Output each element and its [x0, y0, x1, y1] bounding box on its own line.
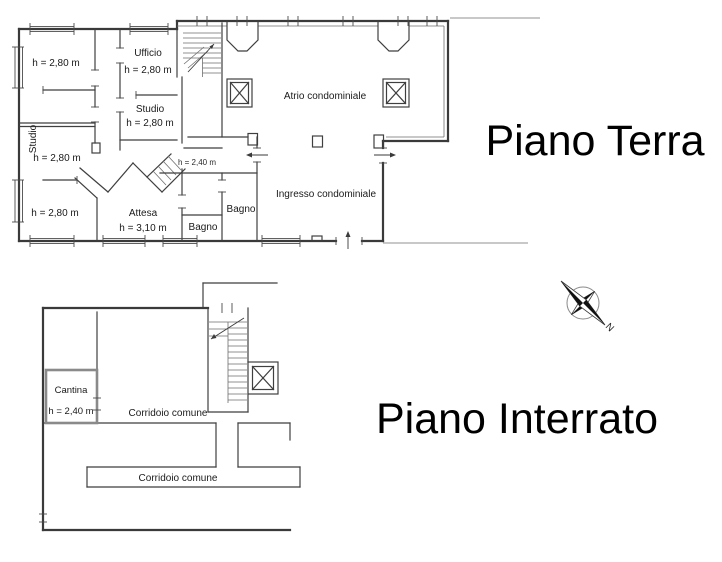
room-label-corridoio-comune-1: Corridoio comune [129, 408, 208, 419]
column [247, 132, 259, 146]
room-label-ingresso: Ingresso condominiale [276, 189, 376, 200]
basement-plan: Cantina h = 2,40 m Corridoio comune Corr… [39, 282, 658, 532]
room-height-studio-small: h = 2,80 m [126, 118, 174, 129]
room-label-cantina: Cantina [55, 385, 88, 396]
window-icons [12, 16, 438, 247]
floor-title-piano-terra: Piano Terra [485, 117, 704, 165]
room-label-corridoio-comune-2: Corridoio comune [139, 473, 218, 484]
pillar [311, 135, 324, 148]
room-height-studio-left: h = 2,80 m [33, 153, 81, 164]
staircase-icon [209, 317, 247, 403]
ground-floor-inner-walls [19, 22, 385, 242]
corridor-height-label: h = 2,40 m [178, 158, 216, 167]
room-label-bagno-left: Bagno [189, 222, 218, 233]
room-label-studio-small: Studio [136, 104, 165, 115]
elevator-icon [226, 78, 253, 108]
room-height-cantina: h = 2,40 m [48, 406, 93, 417]
door-arrows [246, 152, 396, 249]
elevator-icon [382, 78, 410, 108]
floor-title-piano-interrato: Piano Interrato [376, 395, 658, 443]
door-ticks [42, 47, 387, 245]
room-height-studio-top-left: h = 2,80 m [32, 58, 80, 69]
atrio-niches [226, 20, 410, 52]
compass-icon: N [560, 280, 616, 334]
room-label-studio-left: Studio [28, 124, 39, 153]
room-label-atrio: Atrio condominiale [284, 91, 367, 102]
elevator-icon [247, 361, 279, 395]
north-label: N [603, 321, 616, 334]
room-height-bottom-left: h = 2,80 m [31, 208, 79, 219]
staircase-icon [183, 32, 221, 77]
ground-floor-plan: h = 2,80 m Ufficio h = 2,80 m Studio h =… [12, 16, 705, 249]
room-label-bagno-right: Bagno [227, 204, 256, 215]
column [373, 134, 385, 149]
room-label-attesa: Attesa [129, 208, 158, 219]
cantina-room [44, 368, 101, 425]
room-height-ufficio: h = 2,80 m [124, 65, 172, 76]
room-label-ufficio: Ufficio [134, 48, 162, 59]
room-height-attesa: h = 3,10 m [119, 223, 167, 234]
